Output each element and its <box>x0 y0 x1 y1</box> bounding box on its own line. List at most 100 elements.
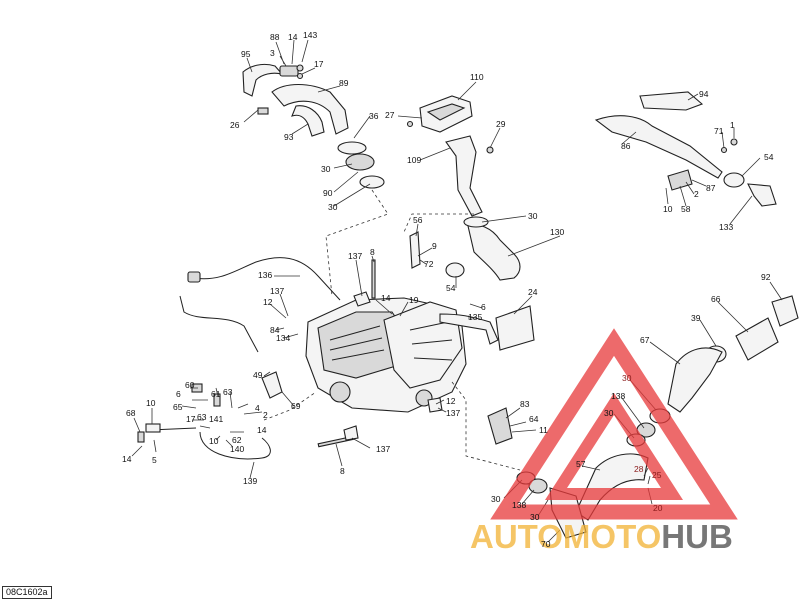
guide-intake <box>325 189 389 297</box>
callout-30: 30 <box>491 494 501 504</box>
callout-28: 28 <box>634 464 644 474</box>
callout-143: 143 <box>303 30 317 40</box>
leaders-top-left <box>243 39 371 207</box>
callout-110: 110 <box>470 72 484 82</box>
duct-89 <box>271 83 349 135</box>
callout-130: 130 <box>550 227 564 237</box>
cable-49 <box>179 295 259 353</box>
callout-64: 64 <box>529 414 539 424</box>
callout-66: 66 <box>711 294 721 304</box>
stud-71 <box>720 146 728 154</box>
callout-90: 90 <box>323 188 333 198</box>
clamp-54-right <box>723 172 745 188</box>
callout-25: 25 <box>652 470 662 480</box>
leader-lines <box>131 39 783 543</box>
watermark-triangle-inner <box>544 392 684 500</box>
callout-134: 134 <box>276 333 290 343</box>
callout-71: 71 <box>714 126 724 136</box>
leaders-top-right <box>621 93 761 225</box>
callout-136: 136 <box>258 270 272 280</box>
callout-6: 6 <box>481 302 486 312</box>
callout-1: 1 <box>730 120 735 130</box>
callout-39: 39 <box>691 313 701 323</box>
module-24 <box>495 305 535 351</box>
muffler-92 <box>771 295 799 327</box>
callout-10: 10 <box>146 398 156 408</box>
callout-94: 94 <box>699 89 709 99</box>
callout-26: 26 <box>230 120 240 130</box>
leaders-right <box>503 281 783 543</box>
guide-plenum <box>403 213 474 233</box>
clamp-stack <box>337 141 385 189</box>
breather-135 <box>439 313 499 345</box>
callout-14: 14 <box>288 32 298 42</box>
callout-137: 137 <box>270 286 284 296</box>
intake-duct-upper-group <box>242 63 349 137</box>
intake-plenum-group <box>406 95 521 281</box>
fastener-143 <box>296 64 304 72</box>
callout-95: 95 <box>241 49 251 59</box>
bellows-130 <box>467 224 521 281</box>
callout-17: 17 <box>186 414 196 424</box>
callout-30: 30 <box>328 202 338 212</box>
watermark-triangle-outer <box>490 328 738 520</box>
callout-14: 14 <box>257 425 267 435</box>
callout-5: 5 <box>152 455 157 465</box>
gasket-58 <box>667 169 693 191</box>
clip-26 <box>257 107 269 115</box>
screw-29 <box>486 146 494 154</box>
clamp-30b <box>359 175 385 189</box>
leaders-lower-center <box>335 399 537 467</box>
callout-11: 11 <box>539 425 548 435</box>
callout-89: 89 <box>339 78 349 88</box>
harness-136 <box>193 257 341 301</box>
callout-8: 8 <box>340 466 345 476</box>
callout-29: 29 <box>496 119 506 129</box>
guide-sensor <box>263 391 317 421</box>
heat-shield-94 <box>639 91 704 111</box>
callout-135: 135 <box>468 312 482 322</box>
clamp-30c <box>463 216 489 228</box>
watermark-brand-hub: HUB <box>661 518 733 555</box>
callout-61: 61 <box>211 389 221 399</box>
callout-137: 137 <box>446 408 460 418</box>
bracket-88 <box>279 65 299 77</box>
bracket-61 <box>213 393 221 407</box>
diagram-reference-code: 08C1602a <box>2 586 52 599</box>
callout-56: 56 <box>413 215 423 225</box>
callout-88: 88 <box>270 32 280 42</box>
callout-12: 12 <box>446 396 456 406</box>
callout-109: 109 <box>407 155 421 165</box>
flex-66 <box>735 317 779 361</box>
callout-24: 24 <box>528 287 538 297</box>
mount-137-right <box>427 397 443 413</box>
callout-63: 63 <box>223 387 233 397</box>
callout-69: 69 <box>291 401 301 411</box>
callout-labels: 95 88 14 143 3 17 89 26 93 36 30 90 30 1… <box>122 30 774 549</box>
callout-65: 65 <box>173 402 183 412</box>
pulley <box>329 381 351 403</box>
callout-83: 83 <box>520 399 530 409</box>
callout-140: 140 <box>230 444 244 454</box>
callout-2: 2 <box>263 410 268 420</box>
callout-12: 12 <box>263 297 273 307</box>
cable-139 <box>199 431 271 460</box>
callout-70: 70 <box>541 539 551 549</box>
callout-30: 30 <box>604 408 614 418</box>
callout-86: 86 <box>621 141 631 151</box>
callout-3: 3 <box>270 48 275 58</box>
callout-30: 30 <box>321 164 331 174</box>
callout-14: 14 <box>122 454 132 464</box>
callout-84: 84 <box>270 325 280 335</box>
guide-exhaust <box>451 381 521 471</box>
plenum-flange <box>426 103 466 121</box>
callout-58: 58 <box>681 204 691 214</box>
watermark-brand-moto: MOTO <box>563 518 661 555</box>
callout-54: 54 <box>446 283 456 293</box>
duct-93 <box>291 105 325 137</box>
callout-54: 54 <box>764 152 774 162</box>
elbow-133 <box>747 183 777 207</box>
callout-137: 137 <box>376 444 390 454</box>
clamp-54 <box>445 262 465 278</box>
